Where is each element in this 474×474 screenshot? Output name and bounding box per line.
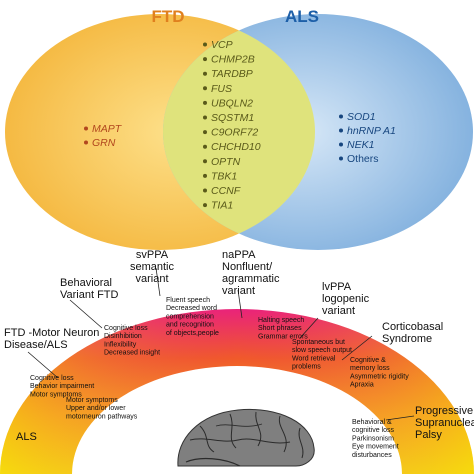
- category-label-bvftd: Behavioral: [60, 277, 112, 289]
- overlap-gene: SQSTM1: [211, 112, 254, 124]
- bullet-icon: [203, 130, 207, 135]
- category-label-nappa: naPPA: [222, 249, 256, 261]
- overlap-gene: C9ORF72: [211, 127, 258, 139]
- symptom-note-svppa: Fluent speech: [166, 297, 210, 304]
- category-label-ftd-mnd: Disease/ALS: [4, 339, 68, 351]
- bullet-icon: [203, 115, 207, 120]
- bullet-icon: [203, 144, 207, 149]
- category-label-nappa: agrammatic: [222, 273, 280, 285]
- symptom-note-bvftd: Inflexibility: [104, 341, 137, 348]
- overlap-gene: FUS: [211, 83, 232, 95]
- bullet-icon: [203, 71, 207, 76]
- als-title: ALS: [285, 7, 319, 26]
- ftd-gene-list: MAPT GRN: [84, 123, 123, 149]
- symptom-note-ftd-mnd: Motor symptoms: [30, 391, 82, 398]
- overlap-gene: CCNF: [211, 185, 241, 197]
- symptom-note-cbs: memory loss: [350, 365, 390, 372]
- symptom-note-svppa: Decreased word: [166, 305, 217, 312]
- bullet-icon: [339, 156, 343, 161]
- overlap-gene-list: VCP CHMP2B TARDBP FUS UBQLN2SQSTM1C9ORF72CHC…: [203, 39, 261, 212]
- overlap-gene: CHCHD10: [211, 141, 261, 153]
- bullet-icon: [339, 114, 343, 119]
- category-label-lvppa: variant: [322, 305, 355, 317]
- als-gene: hnRNP A1: [347, 125, 396, 137]
- symptom-note-svppa: of objects,people: [166, 330, 219, 337]
- brain-icon: [177, 408, 315, 467]
- category-label-als: ALS: [16, 431, 37, 443]
- symptom-note-lvppa: problems: [292, 364, 321, 371]
- bullet-icon: [203, 57, 207, 62]
- symptom-note-nappa: Grammar errors: [258, 333, 308, 340]
- overlap-region: [163, 14, 315, 250]
- category-label-bvftd: Variant FTD: [60, 289, 119, 301]
- symptom-note-cbs: Apraxia: [350, 382, 374, 389]
- category-label-cbs: Syndrome: [382, 333, 432, 345]
- overlap-gene: UBQLN2: [211, 97, 253, 109]
- category-label-nappa: Nonfluent/: [222, 261, 273, 273]
- symptom-note-lvppa: slow speech output: [292, 347, 352, 354]
- category-label-psp: Progressive: [415, 405, 473, 417]
- symptom-note-psp: Eye movement: [352, 444, 399, 451]
- category-label-nappa: variant: [222, 285, 255, 297]
- symptom-note-nappa: Short phrases: [258, 325, 302, 332]
- overlap-gene: CHMP2B: [211, 54, 255, 66]
- symptom-note-bvftd: Cognitive loss: [104, 325, 148, 332]
- bullet-icon: [203, 203, 207, 208]
- bullet-icon: [84, 126, 88, 131]
- symptom-note-ftd-mnd: Cognitive loss: [30, 375, 74, 382]
- symptom-note-cbs: Cognitive &: [350, 357, 386, 364]
- symptom-note-als: Upper and/or lower: [66, 405, 126, 412]
- category-label-psp: Palsy: [415, 429, 442, 441]
- symptom-note-lvppa: Spontaneous but: [292, 339, 345, 346]
- symptom-note-als: Motor symptoms: [66, 397, 118, 404]
- als-gene: Others: [347, 153, 379, 165]
- ftd-title: FTD: [151, 7, 184, 26]
- spectrum-arc-shade: [0, 309, 474, 474]
- bullet-icon: [84, 140, 88, 145]
- overlap-gene: OPTN: [211, 156, 241, 168]
- symptom-note-als: motorneuron pathways: [66, 413, 138, 420]
- symptom-note-psp: Parkinsonism: [352, 435, 394, 442]
- symptom-note-ftd-mnd: Behavior impairment: [30, 383, 94, 390]
- overlap-gene: TBK1: [211, 170, 237, 182]
- bullet-icon: [339, 142, 343, 147]
- symptom-note-lvppa: Word retrieval: [292, 355, 336, 362]
- connector-lines: [27, 267, 415, 421]
- symptom-note-psp: cognitive loss: [352, 427, 395, 434]
- category-label-svppa: svPPA: [136, 249, 169, 261]
- bullet-icon: [203, 100, 207, 105]
- bullet-icon: [339, 128, 343, 133]
- symptom-note-bvftd: Decreased insight: [104, 350, 160, 357]
- symptom-note-svppa: comprehension: [166, 313, 214, 320]
- overlap-gene: TARDBP: [211, 68, 253, 80]
- als-gene: NEK1: [347, 139, 374, 151]
- symptom-note-nappa: Halting speech: [258, 317, 304, 324]
- symptom-note-svppa: and recognition: [166, 322, 214, 329]
- category-label-psp: Supranuclear: [415, 417, 474, 429]
- ftd-gene: GRN: [92, 137, 116, 149]
- bullet-icon: [203, 173, 207, 178]
- category-label-svppa: variant: [135, 273, 168, 285]
- symptom-note-psp: Behavioral &: [352, 419, 392, 426]
- category-label-svppa: semantic: [130, 261, 175, 273]
- category-label-lvppa: logopenic: [322, 293, 370, 305]
- ftd-gene: MAPT: [92, 123, 123, 135]
- overlap-gene: VCP: [211, 39, 233, 51]
- symptom-note-cbs: Asymmetric rigidity: [350, 373, 409, 380]
- bullet-icon: [203, 159, 207, 164]
- category-label-cbs: Corticobasal: [382, 321, 443, 333]
- bullet-icon: [203, 188, 207, 193]
- overlap-gene: TIA1: [211, 200, 233, 212]
- bullet-icon: [203, 86, 207, 91]
- bullet-icon: [203, 42, 207, 47]
- symptom-note-bvftd: Disinhibition: [104, 333, 142, 340]
- symptom-note-psp: disturbances: [352, 452, 392, 459]
- category-label-ftd-mnd: FTD -Motor Neuron: [4, 327, 99, 339]
- als-gene: SOD1: [347, 111, 376, 123]
- category-label-lvppa: lvPPA: [322, 281, 352, 293]
